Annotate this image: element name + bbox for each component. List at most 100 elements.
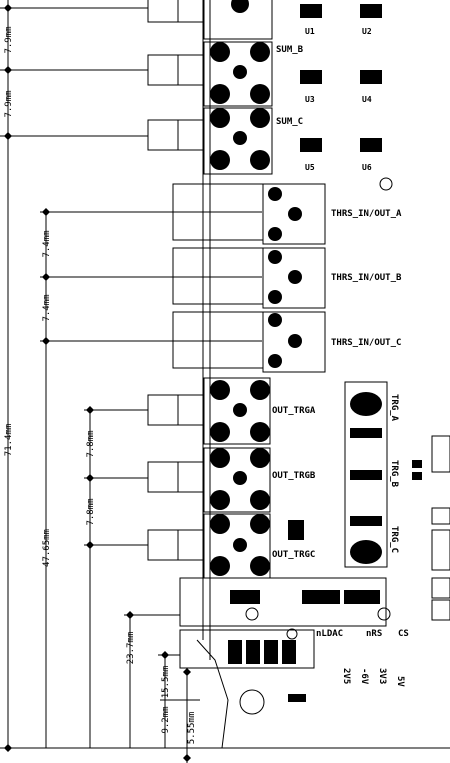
arrow: [42, 208, 50, 216]
pad: [210, 42, 230, 62]
arrow: [86, 541, 94, 549]
dim-label-top2: 7.9mm: [4, 90, 14, 117]
arrow: [4, 4, 12, 12]
arrow: [183, 754, 191, 762]
pad: [250, 422, 270, 442]
thrs-housing: [172, 247, 264, 305]
smd-part: [228, 640, 242, 664]
test-point: [286, 628, 298, 640]
label-3v3: 3V3: [377, 668, 387, 684]
pad: [210, 490, 230, 510]
pad: [233, 65, 247, 79]
jack-body: [177, 394, 205, 426]
bottom-box: [179, 577, 387, 627]
label-trg-b: TRG_B: [389, 460, 399, 488]
pad: [233, 131, 247, 145]
pad: [210, 422, 230, 442]
smd-part: [302, 590, 340, 604]
jack-socket: [147, 0, 179, 23]
jack-socket: [147, 119, 179, 151]
label-trg-c: TRG_C: [389, 526, 399, 553]
ic-chip: [288, 520, 304, 540]
trigger-panel: [344, 381, 388, 568]
jack-body: [177, 119, 205, 151]
label-u5: U5: [305, 163, 315, 172]
led: [350, 392, 382, 416]
board-edge-bottom: [196, 639, 450, 749]
ic-chip: [300, 70, 322, 84]
dim-label-out1: 7.8mm: [86, 430, 96, 457]
arrow: [86, 406, 94, 414]
label-out-trgc: OUT_TRGC: [272, 550, 315, 560]
jack-socket: [147, 54, 179, 86]
dim-label-15: 15.5mm: [161, 666, 171, 699]
pad: [233, 471, 247, 485]
connector-block: [203, 107, 273, 175]
label-nrs: nRS: [366, 629, 382, 639]
pad: [210, 150, 230, 170]
led-body: [350, 428, 382, 438]
edge-component: [431, 507, 450, 525]
pad: [250, 84, 270, 104]
label-u2: U2: [362, 27, 372, 36]
mounting-hole: [379, 177, 393, 191]
label-sum-c: SUM_C: [276, 117, 303, 127]
dim-label-9: 9.2mm: [161, 706, 171, 733]
ic-chip: [300, 4, 322, 18]
pad: [210, 84, 230, 104]
pad: [210, 108, 230, 128]
smd-part: [282, 640, 296, 664]
edge-component: [431, 529, 450, 571]
connector-block: [203, 41, 273, 107]
edge-component: [431, 577, 450, 599]
arrow: [183, 668, 191, 676]
pad: [288, 334, 302, 348]
mounting-hole: [239, 689, 265, 715]
pad: [288, 270, 302, 284]
pad: [268, 227, 282, 241]
label-sum-b: SUM_B: [276, 45, 304, 55]
pad: [250, 42, 270, 62]
label-thrs-b: THRS_IN/OUT_B: [331, 273, 402, 283]
test-point: [245, 607, 259, 621]
arrow: [4, 744, 12, 752]
pad: [288, 207, 302, 221]
pad: [233, 538, 247, 552]
dim-label-23: 23.7mm: [126, 632, 136, 665]
pad: [250, 556, 270, 576]
pad: [250, 108, 270, 128]
pad: [268, 290, 282, 304]
led-body: [350, 516, 382, 526]
pad: [250, 380, 270, 400]
label-u3: U3: [305, 95, 315, 104]
ic-chip: [360, 138, 382, 152]
led-body: [350, 470, 382, 480]
arrow: [161, 651, 169, 659]
edge-component: [431, 599, 450, 621]
label-thrs-a: THRS_IN/OUT_A: [331, 209, 402, 219]
pad: [250, 490, 270, 510]
arrow: [4, 66, 12, 74]
pad: [268, 187, 282, 201]
dim-label-thrs1: 7.4mm: [42, 230, 52, 257]
pad: [268, 354, 282, 368]
jack-socket: [147, 394, 179, 426]
jack-body: [177, 461, 205, 493]
label-cs: CS: [398, 629, 409, 639]
jack-body: [177, 529, 205, 561]
dim-label-5: 5.55mm: [187, 712, 197, 745]
pad: [268, 313, 282, 327]
jack-socket: [147, 461, 179, 493]
pad: [250, 150, 270, 170]
jack-socket: [147, 529, 179, 561]
pad: [231, 0, 249, 13]
dim-label-total: 71.4mm: [4, 424, 14, 457]
connector-block: [203, 377, 271, 445]
label-u6: U6: [362, 163, 372, 172]
connector-block: [203, 0, 273, 40]
label-trg-a: TRG_A: [389, 394, 399, 422]
pad: [210, 514, 230, 534]
smd-part: [230, 590, 260, 604]
label-u1: U1: [305, 27, 315, 36]
